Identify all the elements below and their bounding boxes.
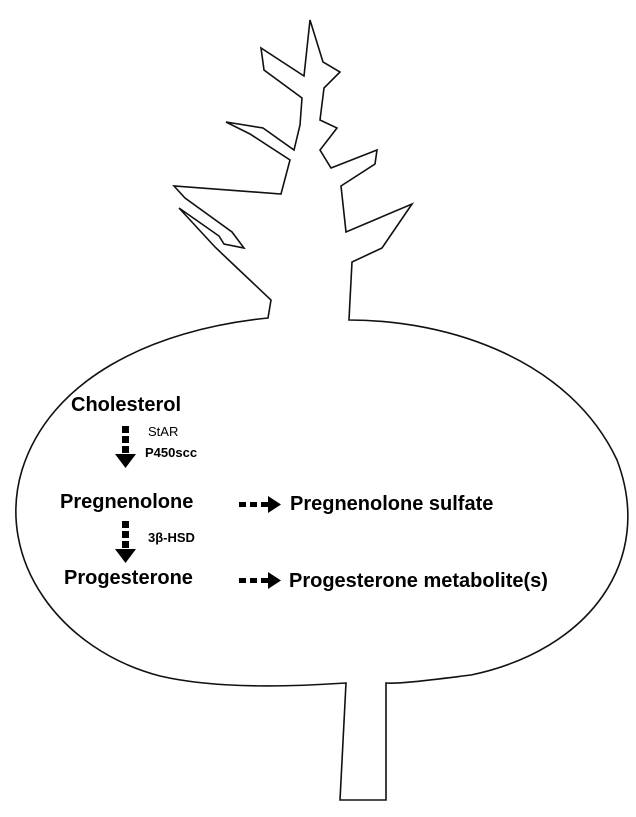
arrow-pregnenolone-to-progesterone	[115, 521, 136, 563]
arrow-progesterone-to-metabolites	[239, 572, 281, 589]
label-enzyme-star: StAR	[148, 424, 178, 439]
label-enzyme-3beta-hsd: 3β-HSD	[148, 530, 195, 545]
label-pregnenolone: Pregnenolone	[60, 491, 193, 514]
label-progesterone-metabolites: Progesterone metabolite(s)	[289, 570, 548, 593]
label-pregnenolone-sulfate: Pregnenolone sulfate	[290, 493, 493, 516]
arrow-cholesterol-to-pregnenolone	[115, 426, 136, 468]
arrow-pregnenolone-to-sulfate	[239, 496, 281, 513]
label-progesterone: Progesterone	[64, 567, 193, 590]
label-enzyme-p450scc: P450scc	[145, 445, 197, 460]
label-cholesterol: Cholesterol	[71, 394, 181, 417]
